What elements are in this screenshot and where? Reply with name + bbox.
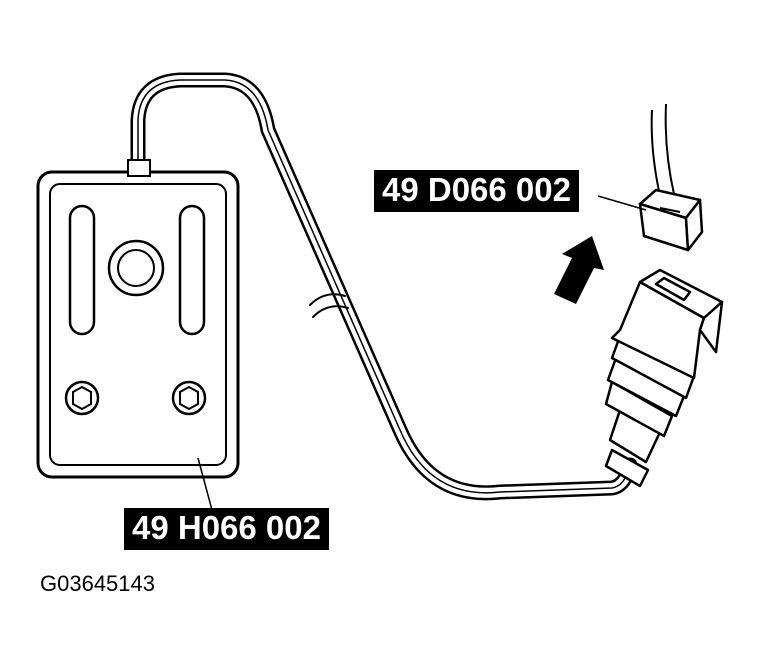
- part-label-tester-box: 49 H066 002: [124, 508, 329, 550]
- right-slot: [178, 204, 206, 336]
- connect-arrow-icon: [554, 236, 604, 304]
- cable: [130, 72, 638, 501]
- left-hex-screw: [64, 380, 100, 416]
- right-hex-screw: [171, 380, 207, 416]
- leader-line-h: [197, 457, 213, 511]
- tester-connector: [604, 268, 724, 488]
- tester-box: [36, 159, 240, 479]
- part-label-vehicle-connector: 49 D066 002: [374, 170, 579, 212]
- vehicle-connector: [638, 103, 704, 252]
- cable-tie: [309, 293, 346, 306]
- figure-id: G03645143: [40, 571, 155, 596]
- leader-line-d: [597, 195, 647, 211]
- left-slot: [68, 204, 96, 336]
